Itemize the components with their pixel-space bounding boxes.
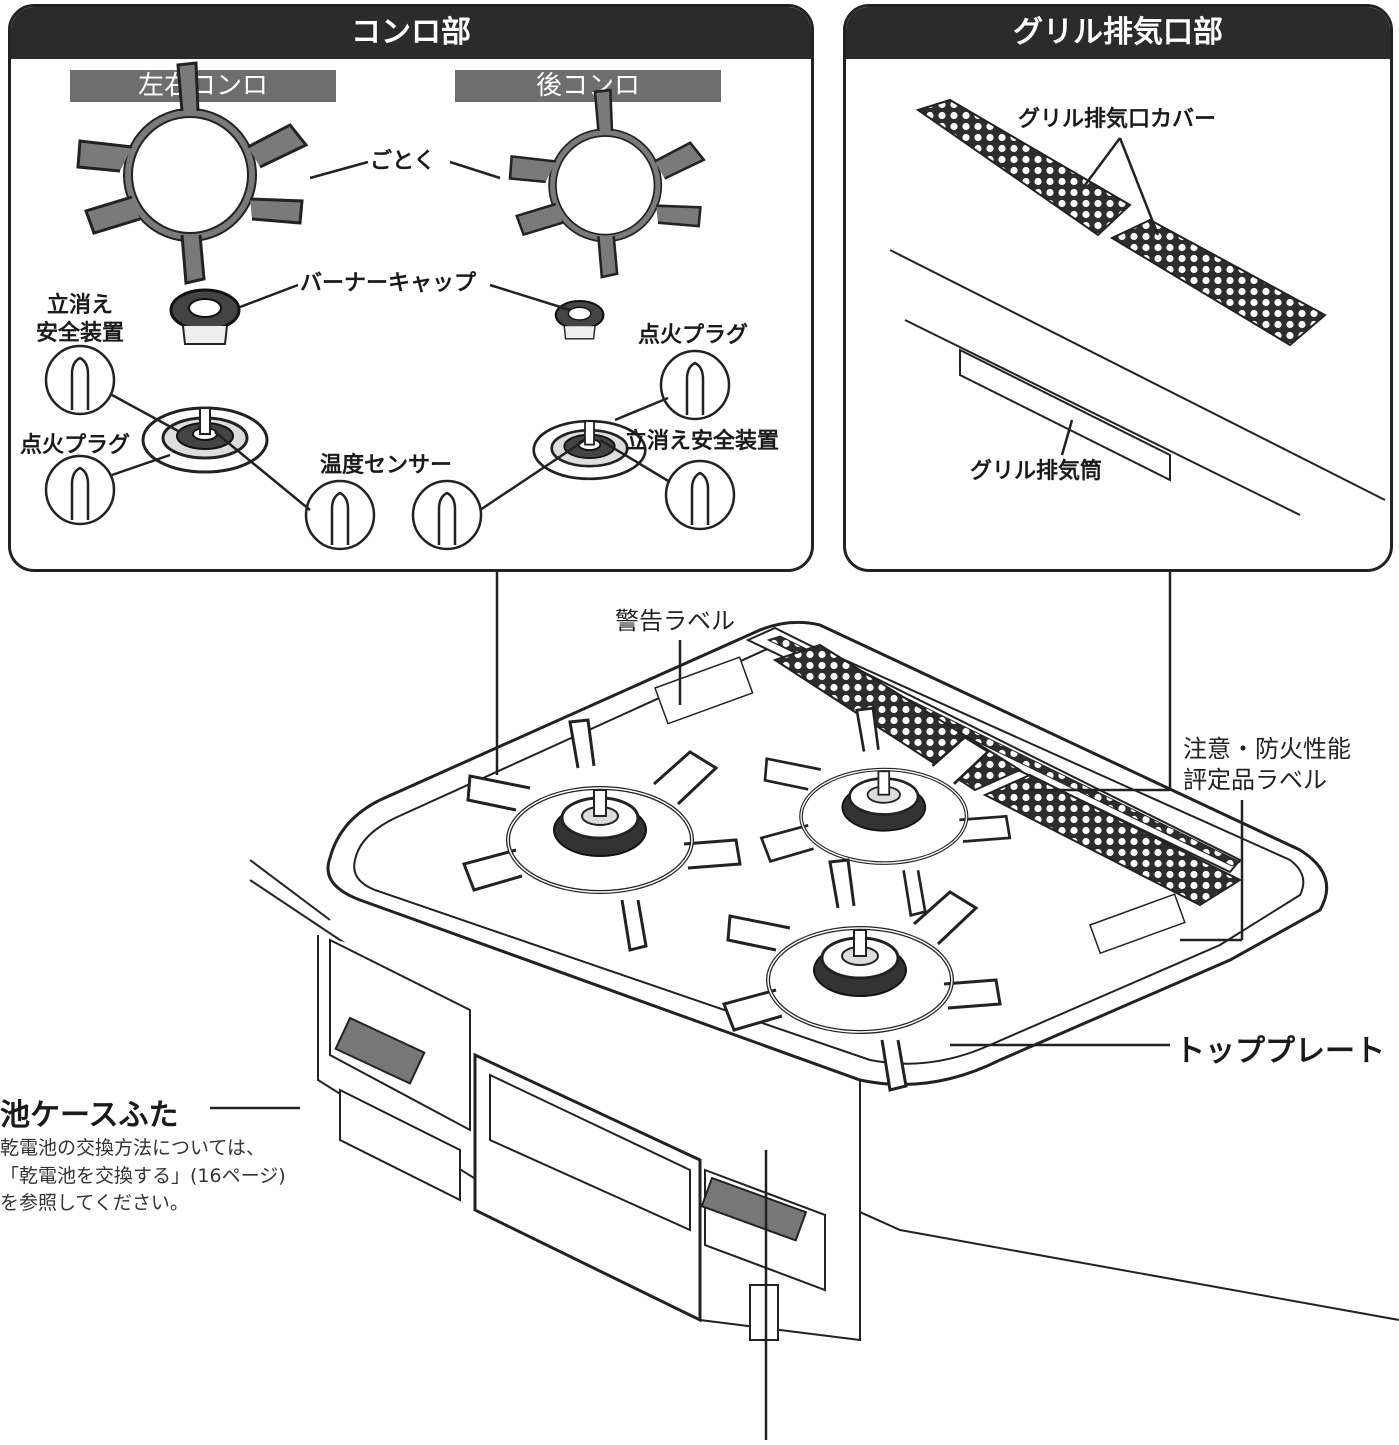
grill-exhaust-tube-label: グリル排気筒 xyxy=(970,459,1103,484)
battery-note: 乾電池の交換方法については、 「乾電池を交換する」(16ページ) を参照してくだ… xyxy=(0,1135,286,1218)
grill-panel: グリル排気口部 xyxy=(843,4,1393,572)
burner-cap-label: バーナーキャップ xyxy=(300,271,477,296)
rear-burner-heading: 後コンロ xyxy=(455,70,721,102)
gotoku-label: ごとく xyxy=(370,149,436,174)
battery-note-line3: を参照してください。 xyxy=(0,1192,189,1215)
flame-failure-left-line2: 安全装置 xyxy=(36,320,125,346)
ignition-plug-left-label: 点火プラグ xyxy=(20,433,131,458)
grill-panel-title: グリル排気口部 xyxy=(846,7,1390,59)
warning-label: 警告ラベル xyxy=(615,607,735,635)
caution-label-line2: 評定品ラベル xyxy=(1183,766,1327,795)
flame-failure-right-label: 立消え安全装置 xyxy=(625,429,780,454)
temp-sensor-label: 温度センサー xyxy=(320,453,453,478)
flame-failure-left-label: 立消え 安全装置 xyxy=(36,292,124,347)
caution-label: 注意・防火性能 評定品ラベル xyxy=(1183,734,1351,796)
cooktop-body xyxy=(249,859,1399,1342)
battery-note-line1: 乾電池の交換方法については、 xyxy=(0,1137,266,1159)
caution-label-line1: 注意・防火性能 xyxy=(1183,735,1351,763)
grill-cover-label: グリル排気口カバー xyxy=(1018,107,1217,132)
flame-failure-left-line1: 立消え xyxy=(47,293,114,318)
left-right-burner-heading: 左右コンロ xyxy=(70,70,336,102)
top-plate-label: トッププレート xyxy=(1175,1034,1385,1069)
battery-cover-label: 池ケースふた xyxy=(0,1098,179,1133)
ignition-plug-right-label: 点火プラグ xyxy=(638,323,749,348)
konro-panel-title: コンロ部 xyxy=(11,7,811,59)
battery-note-line2: 「乾電池を交換する」(16ページ) xyxy=(0,1164,286,1187)
top-plate xyxy=(326,620,1329,1092)
